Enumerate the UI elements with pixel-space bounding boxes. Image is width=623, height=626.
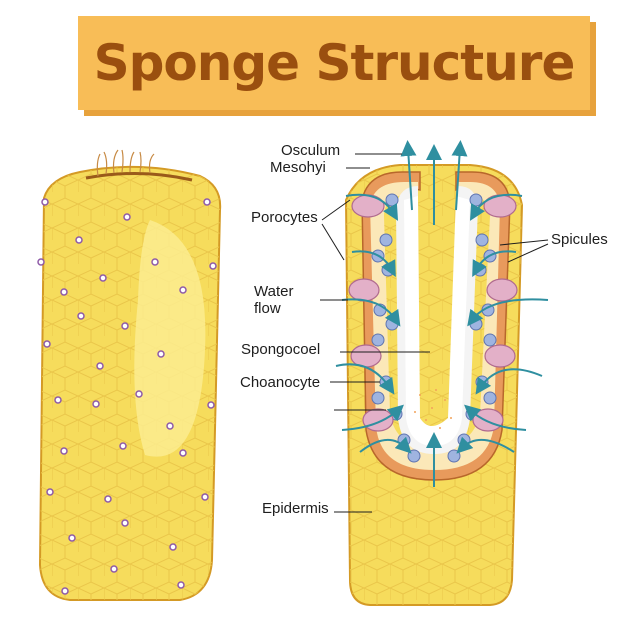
label-water-flow-line2: flow (254, 300, 281, 317)
external-sponge (37, 149, 222, 601)
leader-lines (320, 153, 549, 513)
label-choanocyte: Choanocyte (240, 374, 321, 391)
cross-section-sponge (335, 140, 549, 606)
label-porocytes: Porocytes (251, 209, 318, 226)
surface-pores (37, 198, 217, 595)
label-osculum: Osculum (281, 142, 341, 159)
spicules-leader-2 (507, 243, 549, 263)
label-spongocoel: Spongocoel (241, 341, 321, 358)
spicules-leader-1 (499, 239, 549, 246)
osculum-hairs (96, 149, 155, 177)
label-spicules: Spicules (551, 231, 608, 248)
porocytes-leader-1 (321, 199, 351, 221)
label-water-flow-line1: Water (254, 283, 294, 300)
label-mesohyl: Mesohyi (270, 159, 326, 176)
porocytes-leader-2 (321, 223, 345, 261)
label-epidermis: Epidermis (262, 500, 329, 517)
page-title: Sponge Structure (93, 34, 576, 92)
title-banner: Sponge Structure (78, 16, 590, 110)
water-flow-arrows (335, 140, 549, 487)
